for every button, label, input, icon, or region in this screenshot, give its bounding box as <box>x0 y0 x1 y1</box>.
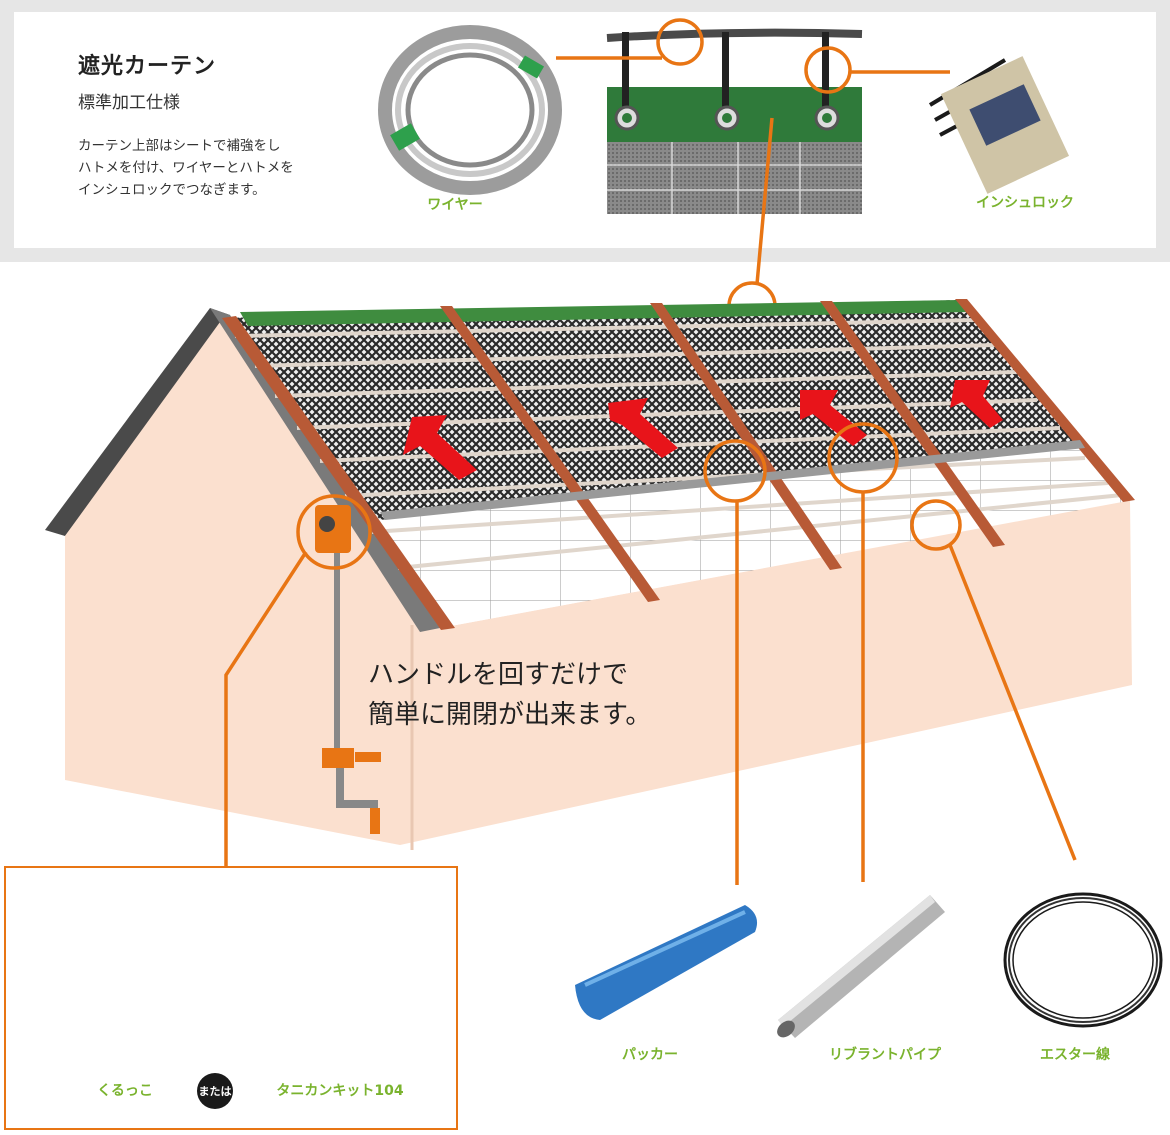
roof-rafters <box>222 299 1135 630</box>
label-kurukko: くるっこ <box>97 1083 153 1099</box>
roof-purlins <box>234 318 1123 570</box>
spec-subtitle: 標準加工仕様 <box>78 93 180 113</box>
insulock-image <box>928 56 1070 194</box>
wire-coil-image <box>378 25 562 195</box>
label-rib-pipe: リブラントパイプ <box>829 1047 941 1063</box>
curtain-green-edge <box>240 300 968 326</box>
winder-device <box>315 505 381 834</box>
house-callout-lines <box>224 422 1077 885</box>
spec-title: 遮光カーテン <box>78 54 217 79</box>
spec-description: カーテン上部はシートで補強をし ハトメを付け、ワイヤーとハトメを インシュロック… <box>78 138 294 198</box>
side-wall <box>400 500 1132 845</box>
label-wire: ワイヤー <box>427 197 483 213</box>
or-badge: または <box>197 1073 233 1109</box>
open-direction-arrows <box>403 380 1003 480</box>
gable-roof-edge <box>45 308 230 536</box>
label-packer: パッカー <box>622 1047 678 1063</box>
winder-options-box <box>4 866 458 1130</box>
rib-pipe-image <box>777 895 945 1038</box>
ester-line-image <box>1003 892 1163 1028</box>
roof-side-edge <box>210 308 440 632</box>
packer-channel <box>380 440 1085 520</box>
handle-callout-text: ハンドルを回すだけで 簡単に開閉が出来ます。 <box>368 660 652 730</box>
packer-image <box>575 905 758 1020</box>
label-tanikan: タニカンキット104 <box>276 1083 404 1099</box>
gable-wall <box>65 322 400 845</box>
label-insulock: インシュロック <box>976 195 1074 211</box>
curtain-top-detail <box>606 28 863 214</box>
label-ester-line: エスター線 <box>1040 1047 1110 1063</box>
